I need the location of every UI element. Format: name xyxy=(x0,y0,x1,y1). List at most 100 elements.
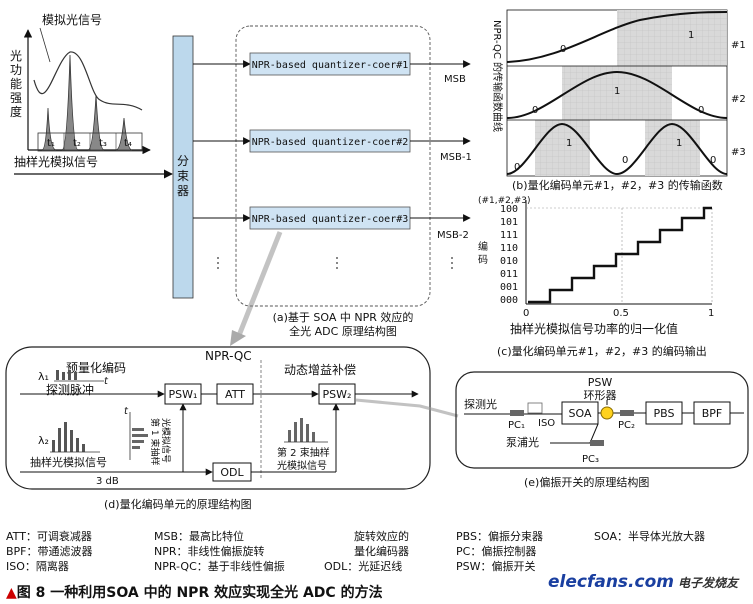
iso-label: ISO xyxy=(538,418,555,429)
psw-zoom-connector xyxy=(355,398,459,418)
pump-light-label: 泵浦光 xyxy=(506,435,539,449)
pbs-label: PBS xyxy=(654,407,675,420)
msb-label-3: MSB-2 xyxy=(437,230,469,241)
quantizer-label-1: NPR-based quantizer-coer#1 xyxy=(252,60,409,71)
legend-pc: PC：偏振控制器 xyxy=(456,544,536,558)
probe-pulse-label: 探测脉冲 xyxy=(46,382,94,397)
t-axis-label-2: t xyxy=(124,406,129,417)
zoom-pointer xyxy=(235,231,283,339)
pc3-device xyxy=(590,440,604,446)
x-tick-0: 0 xyxy=(523,308,529,319)
panel-b-caption: (b)量化编码单元#1，#2，#3 的传输函数 xyxy=(512,178,723,192)
panel-c-header: (#1,#2,#3) xyxy=(478,196,531,206)
code-110: 110 xyxy=(500,243,518,254)
soa-label: SOA xyxy=(569,407,592,420)
caption-text: 图 8 一种利用SOA 中的 NPR 效应实现全光 ADC 的方法 xyxy=(16,585,383,601)
panel-e: PSW 环形器 探测光 PC₁ ISO SOA PC₂ PBS BPF 泵浦光 … xyxy=(455,371,749,489)
legend: ATT：可调衰减器 MSB：最高比特位 旋转效应的 PBS：偏振分束器 SOA：… xyxy=(6,529,705,573)
code-010: 010 xyxy=(500,256,518,267)
splitter-label: 分束器 xyxy=(177,154,189,198)
msb-label-1: MSB xyxy=(444,74,466,85)
second-beam-pulse xyxy=(288,418,315,442)
unit-tag-2: #2 xyxy=(731,94,746,105)
tick-t1: t₁ xyxy=(47,138,55,149)
legend-npr-qc-1: 旋转效应的 xyxy=(354,529,409,543)
legend-npr-qc-def: NPR-QC：基于非线性偏振 xyxy=(154,559,285,573)
sample-pulses xyxy=(41,54,133,151)
panel-e-caption: (e)偏振开关的原理结构图 xyxy=(524,475,649,489)
panel-b: 0 1 0 1 0 0 1 0 1 0 #1 #2 #3 NPR-QC 的传输函… xyxy=(491,9,746,192)
tick-t2: t₂ xyxy=(73,138,81,149)
legend-iso: ISO：隔离器 xyxy=(6,559,69,573)
code-000: 000 xyxy=(500,295,518,306)
npr-qc-title: NPR-QC xyxy=(205,349,252,363)
sampled-signal-label: 抽样光模拟信号 xyxy=(14,154,98,169)
panel-c-y-label: 编码 xyxy=(478,240,488,266)
t-axis-label-1: t xyxy=(104,376,109,387)
coupler-3db: 3 dB xyxy=(96,476,119,487)
panel-c-x-label: 抽样光模拟信号功率的归一化值 xyxy=(510,321,678,336)
analog-signal-label: 模拟光信号 xyxy=(42,13,102,27)
panel-d-frame xyxy=(5,346,431,490)
pc1-label: PC₁ xyxy=(508,420,525,431)
legend-odl: ODL：光延迟线 xyxy=(324,559,402,573)
pc2-label: PC₂ xyxy=(618,420,635,431)
legend-att: ATT：可调衰减器 xyxy=(6,529,92,543)
legend-psw: PSW：偏振开关 xyxy=(456,559,536,573)
psw1-label: PSW₁ xyxy=(169,388,198,401)
unit-tag-3: #3 xyxy=(731,147,746,158)
quantizer-label-2: NPR-based quantizer-coer#2 xyxy=(252,137,409,148)
unit-tag-1: #1 xyxy=(731,40,746,51)
first-beam-label-1: 第 1 束抽样 xyxy=(149,418,161,465)
probe-light-label: 探测光 xyxy=(464,397,497,411)
region-value-5: 0 xyxy=(698,105,704,116)
code-100: 100 xyxy=(500,204,518,215)
region-value-7: 1 xyxy=(566,138,572,149)
panel-d: NPR-QC 预量化编码 λ₁ t 探测脉冲 PSW₁ ATT λ₂ 抽样光模拟… xyxy=(5,346,431,511)
panel-c-caption: (c)量化编码单元#1，#2，#3 的编码输出 xyxy=(497,344,707,358)
pre-quant-label: 预量化编码 xyxy=(66,360,126,375)
lambda1-label: λ₁ xyxy=(38,370,49,383)
psw-label: PSW xyxy=(588,376,613,389)
code-staircase xyxy=(528,206,712,304)
region-value-10: 0 xyxy=(710,155,716,166)
beam-splitter xyxy=(172,35,194,299)
tick-t3: t₃ xyxy=(99,138,107,149)
pc2-device xyxy=(620,410,634,416)
analog-label-leader xyxy=(39,27,51,63)
region-value-6: 0 xyxy=(514,162,520,173)
panel-b-y-label: NPR-QC 的传输函数曲线 xyxy=(491,20,504,132)
sampled-pulse-icon xyxy=(52,422,85,452)
panel-d-caption: (d)量化编码单元的原理结构图 xyxy=(104,497,252,511)
legend-msb: MSB：最高比特位 xyxy=(154,529,244,543)
probe-pulse-icon xyxy=(56,370,77,380)
x-tick-1: 1 xyxy=(708,308,714,319)
input-signal-panel: 模拟光信号 光功能强度 t₁ t₂ t₃ t₄ 抽样光模拟信号 xyxy=(10,13,173,179)
region-value-4: 1 xyxy=(614,86,620,97)
transfer-curve-3 xyxy=(506,122,728,176)
code-011: 011 xyxy=(500,269,518,280)
zoom-pointer-head xyxy=(230,330,246,346)
watermark-text: elecfans.com xyxy=(548,572,674,592)
msb-label-2: MSB-1 xyxy=(440,152,472,163)
panel-a-caption-2: 全光 ADC 原理结构图 xyxy=(289,324,397,338)
quantizer-rows: NPR-based quantizer-coer#1 MSB NPR-based… xyxy=(193,52,472,241)
code-101: 101 xyxy=(500,217,518,228)
second-beam-label-2: 光模拟信号 xyxy=(277,459,327,472)
psw2-label: PSW₂ xyxy=(323,388,352,401)
second-beam-label-1: 第 2 束抽样 xyxy=(277,446,330,459)
legend-soa: SOA：半导体光放大器 xyxy=(594,529,705,543)
region-value-1: 0 xyxy=(560,44,566,55)
first-beam-pulse xyxy=(132,428,148,449)
analog-signal-curve xyxy=(33,51,143,111)
panel-a-caption-1: (a)基于 SOA 中 NPR 效应的 xyxy=(273,310,414,324)
bpf-label: BPF xyxy=(702,407,723,420)
region-value-8: 0 xyxy=(622,155,628,166)
transfer-curve-2 xyxy=(506,70,728,119)
sampled-signal-d-label: 抽样光模拟信号 xyxy=(30,455,107,469)
watermark-sub: 电子发烧友 xyxy=(677,576,738,590)
caption-marker: ▲ xyxy=(6,585,17,601)
iso-device xyxy=(527,402,543,414)
circulator-icon xyxy=(600,406,614,420)
